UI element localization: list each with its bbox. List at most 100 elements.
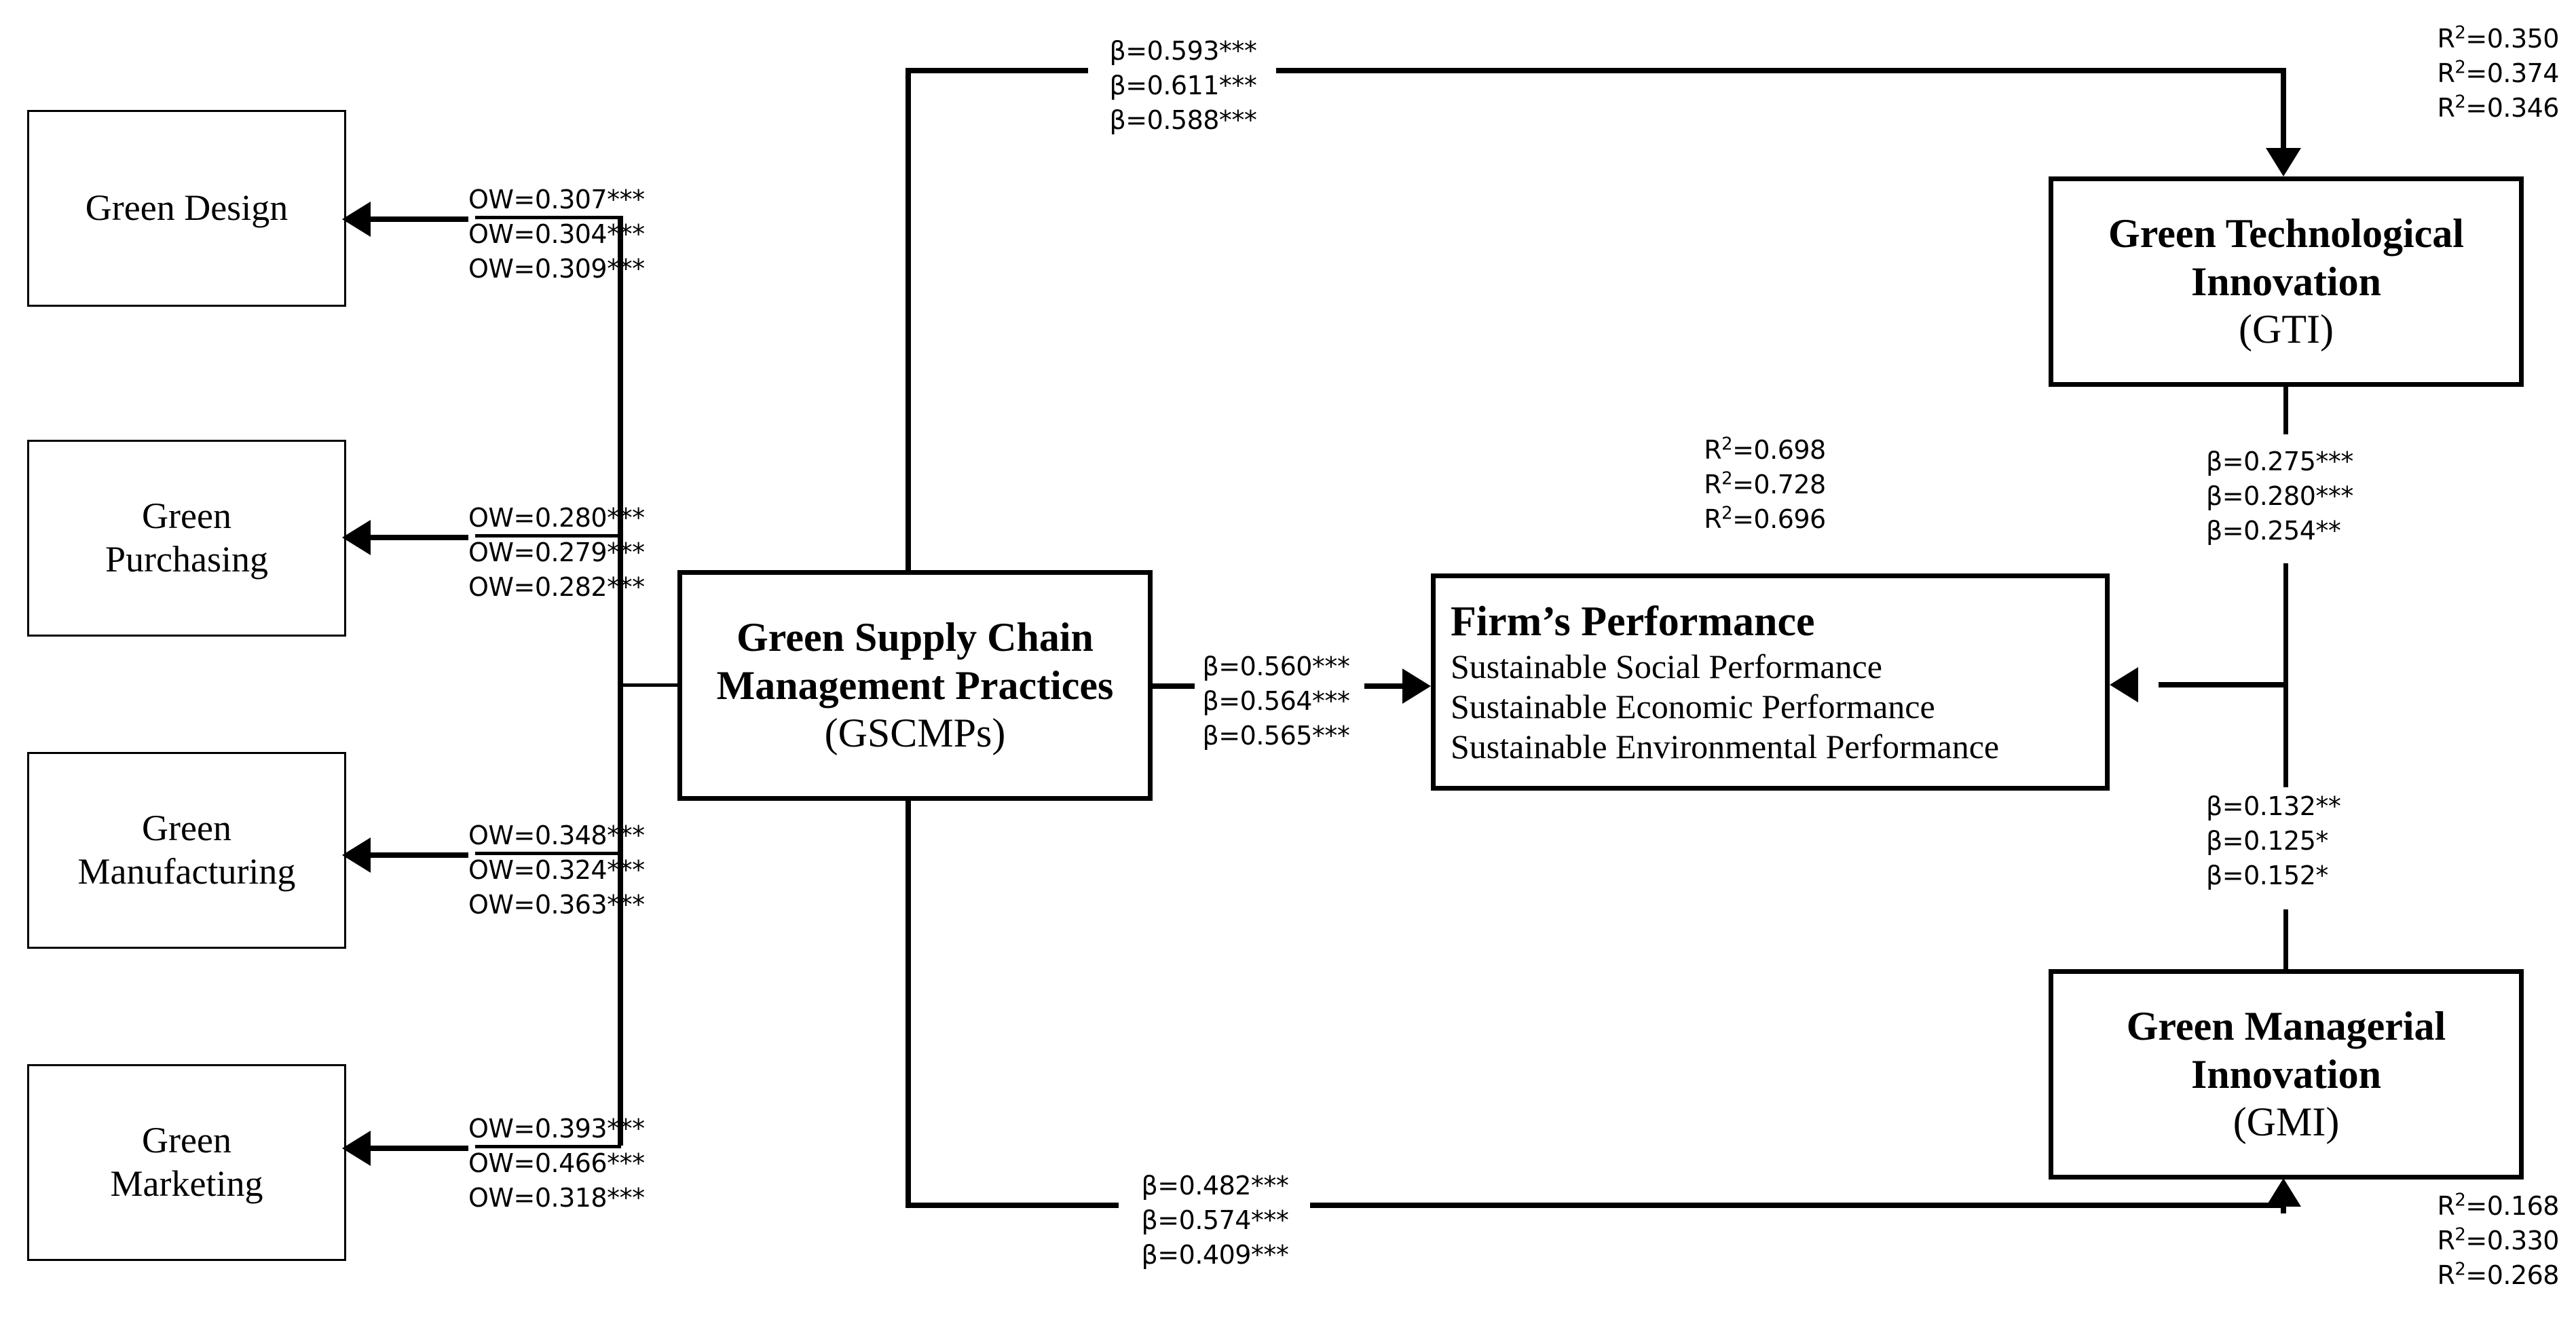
- path-beta-value: β=0.588***: [1109, 105, 1257, 135]
- path-beta-value: β=0.152*: [2206, 860, 2328, 890]
- connector-arrow-shaft-green-marketing: [367, 1146, 468, 1151]
- connector-spine-to-gscmps: [620, 683, 679, 687]
- connector-branch-green-marketing: [475, 1145, 621, 1148]
- connector-gti-to-fp-upper: [2283, 385, 2288, 434]
- connector-gscmps-to-fp-right: [1364, 683, 1405, 689]
- path-beta-value: β=0.280***: [2206, 480, 2353, 511]
- firm-performance-item: Sustainable Economic Performance: [1451, 687, 1935, 726]
- indicator-label-line: Marketing: [110, 1163, 263, 1204]
- connector-gscmps-to-gti-right: [1276, 68, 2286, 73]
- outer-weight-value: OW=0.363***: [468, 889, 645, 920]
- path-beta-value: β=0.125*: [2206, 825, 2328, 856]
- construct-box-gti: Green Technological Innovation (GTI): [2049, 176, 2524, 387]
- r-squared-value: R2=0.696: [1616, 502, 1914, 537]
- connector-branch-green-manufacturing: [475, 852, 621, 855]
- arrowhead-green-purchasing: [342, 520, 371, 555]
- outer-weight-value: OW=0.280***: [468, 503, 645, 533]
- path-beta-value: β=0.132**: [2206, 791, 2341, 821]
- indicator-label-line: Manufacturing: [77, 851, 296, 892]
- r-number: =0.698: [1732, 435, 1826, 465]
- r-number: =0.374: [2465, 58, 2559, 88]
- r-number: =0.268: [2465, 1260, 2559, 1290]
- r-number: =0.330: [2465, 1225, 2559, 1256]
- connector-gscmps-to-gti-riser: [906, 68, 911, 573]
- outer-weight-value: OW=0.279***: [468, 537, 645, 567]
- r-squared-value: R2=0.728: [1616, 468, 1914, 502]
- connector-arrow-shaft-green-design: [367, 216, 468, 222]
- outer-weight-label-green-manufacturing: OW=0.348*** OW=0.324*** OW=0.363***: [468, 818, 645, 922]
- path-beta-value: β=0.409***: [1141, 1239, 1289, 1270]
- connector-left-spine: [618, 216, 623, 1146]
- r-symbol: R: [1704, 469, 1722, 499]
- indicator-box-green-purchasing: Green Purchasing: [27, 440, 346, 637]
- outer-weight-value: OW=0.304***: [468, 219, 645, 249]
- r-exponent: 2: [2454, 1259, 2466, 1280]
- r-symbol: R: [2437, 1225, 2455, 1256]
- connector-branch-green-design: [475, 216, 621, 219]
- path-beta-value: β=0.565***: [1202, 720, 1350, 751]
- indicator-label-line: Green: [142, 808, 231, 849]
- outer-weight-value: OW=0.393***: [468, 1114, 645, 1144]
- arrowhead-firm-performance-left: [1402, 668, 1431, 704]
- path-beta-value: β=0.611***: [1109, 70, 1257, 100]
- connector-gscmps-to-gmi-right: [1310, 1203, 2286, 1208]
- outer-weight-label-green-marketing: OW=0.393*** OW=0.466*** OW=0.318***: [468, 1112, 645, 1215]
- r-exponent: 2: [1721, 468, 1733, 489]
- arrowhead-green-manufacturing: [342, 837, 371, 873]
- outer-weight-value: OW=0.324***: [468, 854, 645, 885]
- firm-performance-title: Firm’s Performance: [1451, 598, 1815, 645]
- path-beta-value: β=0.254**: [2206, 515, 2341, 546]
- construct-box-gmi: Green Managerial Innovation (GMI): [2049, 969, 2524, 1180]
- r-exponent: 2: [2454, 22, 2466, 43]
- arrowhead-gmi: [2266, 1178, 2301, 1207]
- r-squared-label-gmi: R2=0.168 R2=0.330 R2=0.268: [2260, 1189, 2560, 1293]
- indicator-label-line: Green Design: [85, 187, 288, 229]
- construct-box-firm-performance: Firm’s Performance Sustainable Social Pe…: [1431, 573, 2110, 791]
- construct-abbrev: (GTI): [2239, 307, 2334, 352]
- indicator-box-green-manufacturing: Green Manufacturing: [27, 752, 346, 949]
- construct-title-line: Green Managerial: [2126, 1003, 2446, 1049]
- r-number: =0.696: [1732, 504, 1826, 534]
- r-exponent: 2: [2454, 92, 2466, 113]
- construct-title-line: Innovation: [2190, 1051, 2382, 1097]
- indicator-box-green-design: Green Design: [27, 110, 346, 307]
- r-squared-value: R2=0.374: [2260, 56, 2560, 91]
- outer-weight-value: OW=0.318***: [468, 1182, 645, 1213]
- outer-weight-value: OW=0.307***: [468, 185, 645, 214]
- connector-gscmps-to-gti-drop: [2281, 68, 2286, 149]
- connector-gti-to-fp-lower: [2283, 563, 2288, 686]
- r-symbol: R: [2437, 1191, 2455, 1221]
- connector-gscmps-to-gmi-riser: [906, 798, 911, 1208]
- r-number: =0.350: [2465, 24, 2559, 54]
- path-label-gmi-to-fp: β=0.132** β=0.125* β=0.152*: [2206, 789, 2341, 893]
- outer-weight-value: OW=0.466***: [468, 1148, 645, 1178]
- path-beta-value: β=0.593***: [1109, 36, 1257, 66]
- connector-gscmps-to-gmi-left: [906, 1203, 1119, 1208]
- r-exponent: 2: [2454, 1190, 2466, 1211]
- r-exponent: 2: [1721, 434, 1733, 455]
- connector-gscmps-to-gti-left: [906, 68, 1088, 73]
- arrowhead-green-marketing: [342, 1131, 371, 1166]
- indicator-label-line: Green: [142, 495, 231, 537]
- outer-weight-value: OW=0.282***: [468, 571, 645, 602]
- construct-title-line: Green Technological: [2108, 210, 2464, 256]
- construct-title-line: Green Supply Chain: [736, 614, 1094, 660]
- path-label-gscmps-to-fp: β=0.560*** β=0.564*** β=0.565***: [1181, 649, 1371, 753]
- path-beta-value: β=0.482***: [1141, 1171, 1289, 1201]
- outer-weight-label-green-design: OW=0.307*** OW=0.304*** OW=0.309***: [468, 183, 645, 286]
- connector-gmi-to-fp-upper: [2283, 685, 2288, 787]
- r-squared-value: R2=0.268: [2260, 1258, 2560, 1293]
- outer-weight-value: OW=0.309***: [468, 253, 645, 284]
- r-number: =0.728: [1732, 469, 1826, 499]
- connector-gscmps-to-gmi-rise-into-box: [2281, 1208, 2286, 1213]
- arrowhead-gti: [2266, 148, 2301, 176]
- firm-performance-item: Sustainable Social Performance: [1451, 647, 1882, 686]
- r-number: =0.346: [2465, 92, 2559, 123]
- r-symbol: R: [2437, 24, 2455, 54]
- connector-gmi-to-fp-lower: [2283, 909, 2288, 970]
- firm-performance-item: Sustainable Environmental Performance: [1451, 728, 2000, 766]
- r-exponent: 2: [1721, 503, 1733, 524]
- arrowhead-green-design: [342, 202, 371, 237]
- r-symbol: R: [2437, 92, 2455, 123]
